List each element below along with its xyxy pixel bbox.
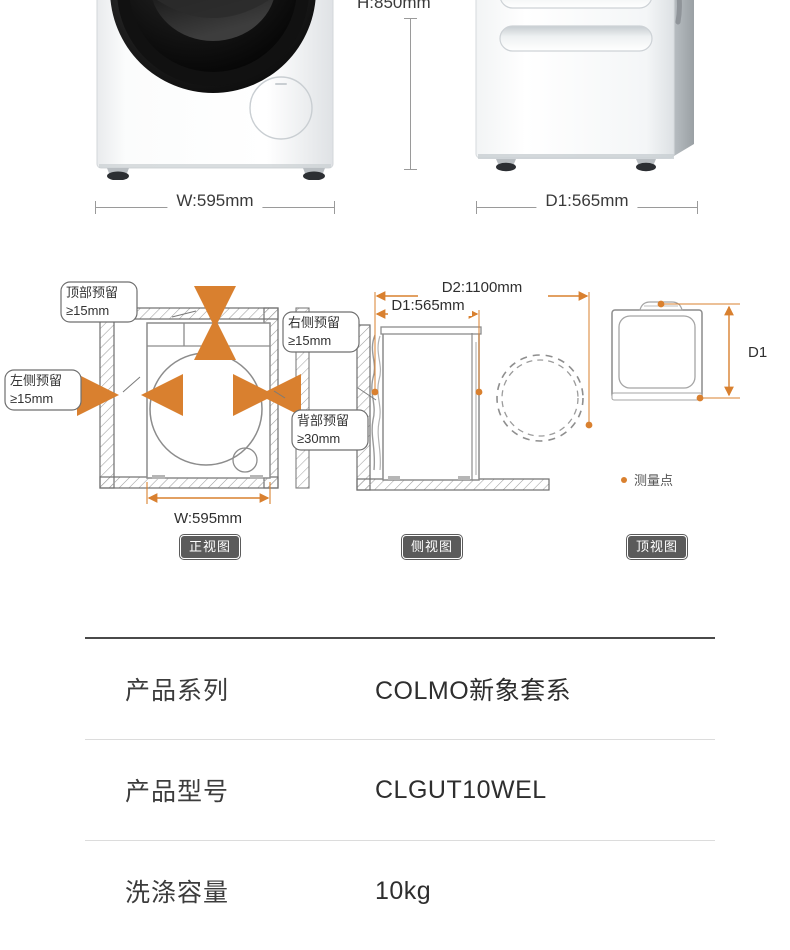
specification-table: 产品系列 COLMO新象套系 产品型号 CLGUT10WEL 洗涤容量 10kg bbox=[85, 637, 715, 941]
back-depth-dimension: D1:565mm bbox=[476, 189, 698, 214]
spec-value-wash-capacity: 10kg bbox=[375, 876, 432, 905]
height-dimension-rule bbox=[404, 18, 417, 170]
side-view-badge: 侧视图 bbox=[402, 535, 463, 559]
front-width-label: W:595mm bbox=[167, 189, 263, 213]
measurement-point-dot-icon bbox=[621, 476, 627, 483]
installation-diagrams-svg bbox=[77, 286, 740, 504]
table-row: 洗涤容量 10kg bbox=[85, 841, 715, 941]
table-row: 产品型号 CLGUT10WEL bbox=[85, 740, 715, 841]
spec-value-model-number: CLGUT10WEL bbox=[375, 775, 547, 804]
table-row: 产品系列 COLMO新象套系 bbox=[85, 639, 715, 740]
spec-label-product-series: 产品系列 bbox=[125, 677, 230, 705]
side-view-diagram bbox=[356, 291, 593, 491]
front-width-dimension: W:595mm bbox=[95, 189, 335, 214]
washing-machine-front-photo bbox=[96, 0, 334, 180]
measurement-point-legend: 测量点 bbox=[621, 470, 673, 489]
table-top-border bbox=[85, 637, 715, 639]
installation-diagram-section: 顶部预留 ≥15mm 右侧预留 ≥15mm 左侧预留 ≥15mm 背部预留 ≥3… bbox=[0, 270, 790, 580]
front-view-diagram bbox=[77, 286, 310, 504]
spec-value-product-series: COLMO新象套系 bbox=[375, 677, 572, 705]
product-photo-section: H:850mm W:595mm D1:565mm bbox=[0, 0, 790, 240]
measurement-point-label: 测量点 bbox=[634, 473, 674, 488]
height-dimension-label: H:850mm bbox=[357, 0, 431, 12]
top-view-badge: 顶视图 bbox=[627, 535, 688, 559]
spec-label-wash-capacity: 洗涤容量 bbox=[125, 879, 230, 907]
washing-machine-back-photo bbox=[475, 0, 694, 172]
top-view-diagram bbox=[611, 300, 740, 402]
spec-label-model-number: 产品型号 bbox=[125, 778, 230, 806]
front-view-badge: 正视图 bbox=[180, 535, 241, 559]
back-depth-label: D1:565mm bbox=[536, 189, 638, 213]
